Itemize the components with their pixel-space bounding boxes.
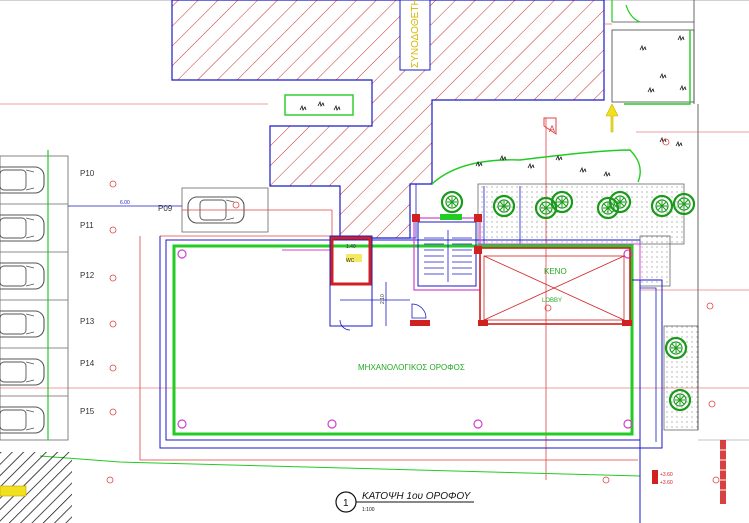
room-code-label: WC	[346, 258, 355, 264]
dimension-room: 1.40	[346, 244, 356, 250]
section-mark-label: A	[549, 124, 555, 134]
mechanical-floor-outline	[172, 244, 634, 436]
keno-label: ΚΕΝΟ	[544, 267, 567, 276]
parking-label-p14: P14	[80, 359, 95, 368]
vertical-substation-label: ΣΥΝΟΔΟΘΕΤΗ ΥΠΟΣΤΑΘΜΟΣ	[410, 0, 421, 68]
north-arrow-icon	[605, 103, 619, 133]
level-tag-1: +3.60	[660, 472, 673, 478]
dimension-stair: 2.10	[380, 294, 386, 304]
drawing-title: ΚΑΤΟΨΗ 1ου ΟΡΟΦΟΥ	[362, 491, 472, 502]
void-keno-box	[479, 247, 631, 325]
dimension-parking: 6.00	[120, 200, 130, 206]
staircase	[413, 217, 481, 291]
parking-label-p11: P11	[80, 221, 94, 230]
garden-edge	[431, 149, 641, 185]
parking-stalls	[0, 150, 69, 441]
drawing-scale: 1:100	[362, 507, 375, 513]
parking-label-p12: P12	[80, 271, 95, 280]
section-marker-icon	[543, 117, 557, 135]
lobby-label: LOBBY	[542, 298, 562, 304]
level-tag-2: +3.60	[660, 480, 673, 486]
mechanical-floor-label: ΜΗΧΑΝΟΛΟΓΙΚΟΣ ΟΡΟΦΟΣ	[358, 363, 465, 372]
title-number: 1	[343, 498, 349, 509]
parking-label-p10: P10	[80, 169, 95, 178]
drawing-title-block: 1 ΚΑΤΟΨΗ 1ου ΟΡΟΦΟΥ 1:100	[335, 491, 474, 513]
parking-label-p15: P15	[80, 407, 95, 416]
parking-label-p13: P13	[80, 317, 95, 326]
parking-label-p09: P09	[158, 204, 173, 213]
